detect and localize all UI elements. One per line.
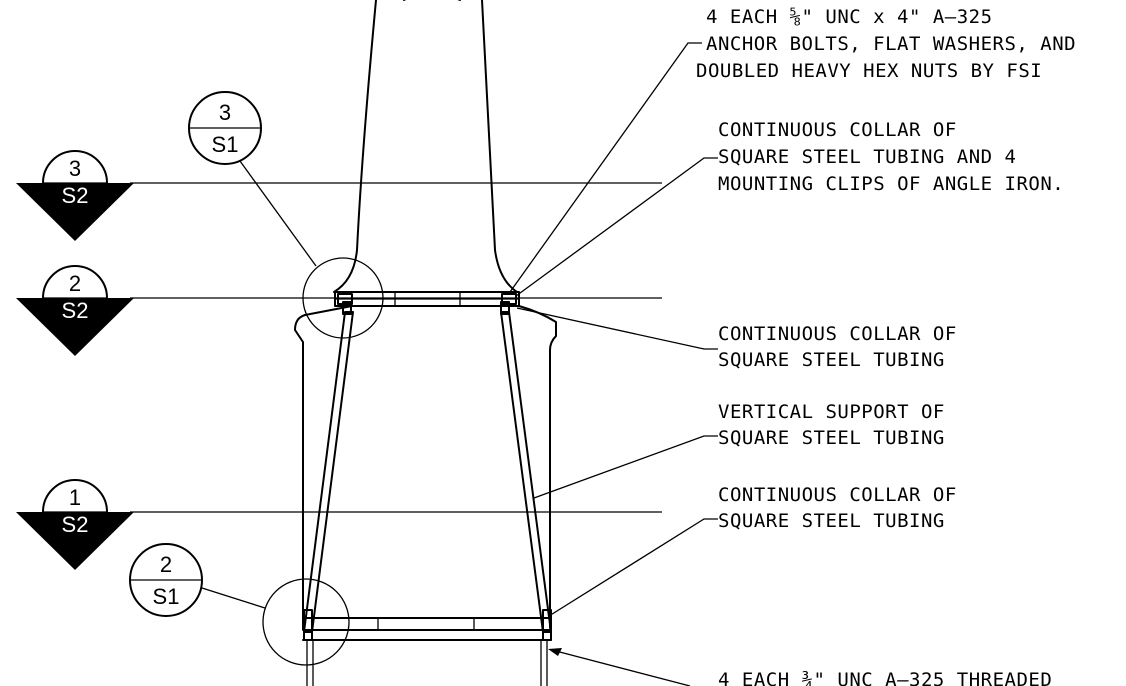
note-upper-collar: CONTINUOUS COLLAR OF SQUARE STEEL TUBING [718,323,957,371]
section-marker-sheet: S2 [62,512,89,537]
note-line: CONTINUOUS COLLAR OF [718,119,957,141]
vertical-supports [303,311,552,633]
note-line: CONTINUOUS COLLAR OF [718,484,957,506]
section-marker-number: 1 [69,485,81,510]
section-marker-sheet: S2 [62,183,89,208]
note-line: 4 EACH ⅝" UNC x 4" A–325 [706,6,993,28]
section-cut-lines [130,182,662,513]
section-marker-2: 2 S2 [16,265,134,356]
leader-lines [509,42,718,686]
section-marker-sheet: S2 [62,298,89,323]
bottom-collar [302,609,552,686]
detail-tag-number: 3 [219,100,231,125]
detail-tag-3-s1: 3 S1 [188,91,317,267]
detail-tag-number: 2 [160,552,172,577]
note-line: SQUARE STEEL TUBING [718,510,945,532]
note-line: ANCHOR BOLTS, FLAT WASHERS, AND [706,33,1076,55]
note-line: 4 EACH ¾" UNC A–325 THREADED [718,669,1052,686]
section-marker-number: 3 [69,156,81,181]
note-line: DOUBLED HEAVY HEX NUTS BY FSI [696,60,1042,82]
housing-body [294,305,557,629]
section-marker-number: 2 [69,271,81,296]
detail-circle-lower [262,578,350,666]
note-line: CONTINUOUS COLLAR OF [718,323,957,345]
note-vertical-support: VERTICAL SUPPORT OF SQUARE STEEL TUBING [718,401,945,449]
detail-tag-sheet: S1 [212,132,239,157]
note-line: SQUARE STEEL TUBING AND 4 [718,146,1016,168]
note-collar-with-clips: CONTINUOUS COLLAR OF SQUARE STEEL TUBING… [718,119,1064,195]
pole-above [333,0,518,293]
note-threaded-rods: 4 EACH ¾" UNC A–325 THREADED [718,669,1052,686]
note-lower-collar: CONTINUOUS COLLAR OF SQUARE STEEL TUBING [718,484,957,532]
detail-tag-2-s1: 2 S1 [129,543,266,617]
note-line: SQUARE STEEL TUBING [718,427,945,449]
note-line: MOUNTING CLIPS OF ANGLE IRON. [718,173,1064,195]
note-line: VERTICAL SUPPORT OF [718,401,945,423]
detail-tag-sheet: S1 [153,584,180,609]
section-marker-3: 3 S2 [16,150,134,241]
detail-circle-upper [302,257,384,339]
section-marker-1: 1 S2 [16,479,134,570]
top-collar [334,291,520,315]
note-anchor-bolts: 4 EACH ⅝" UNC x 4" A–325 ANCHOR BOLTS, F… [696,6,1076,82]
note-line: SQUARE STEEL TUBING [718,349,945,371]
